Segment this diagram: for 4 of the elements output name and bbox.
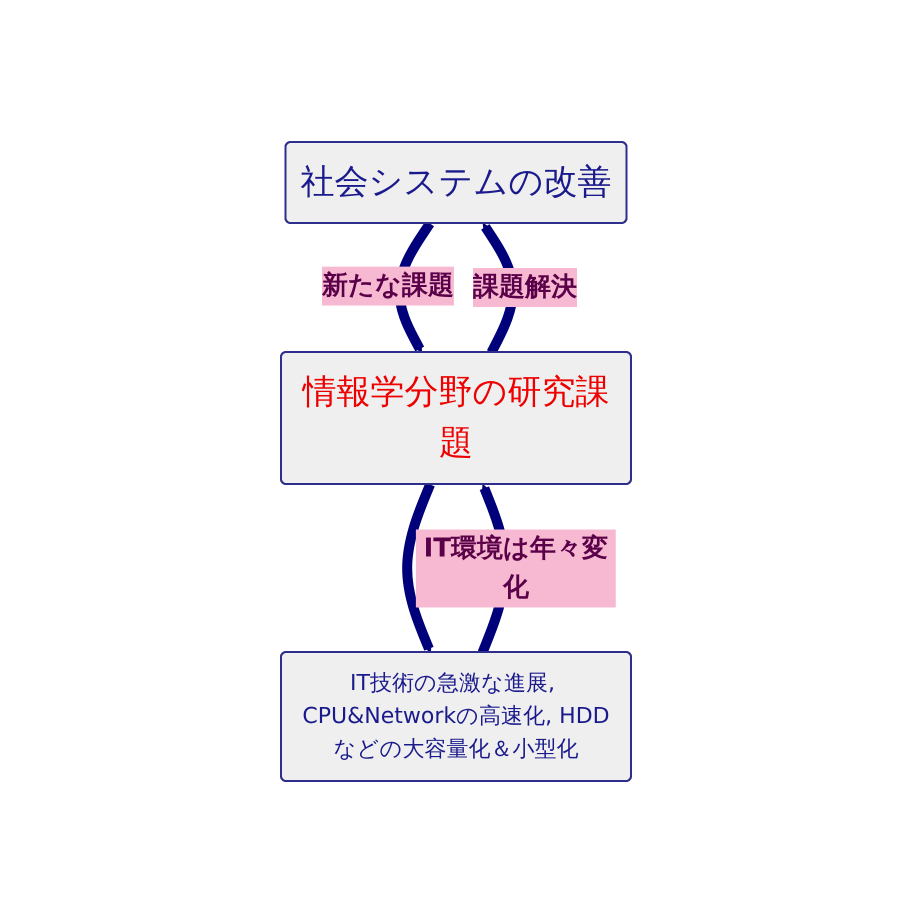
- edge-label: 新たな課題: [322, 270, 454, 301]
- edge-label: IT環境は年々変化: [424, 533, 608, 602]
- edge-label: 課題解決: [473, 272, 577, 302]
- arrow: [402, 482, 435, 653]
